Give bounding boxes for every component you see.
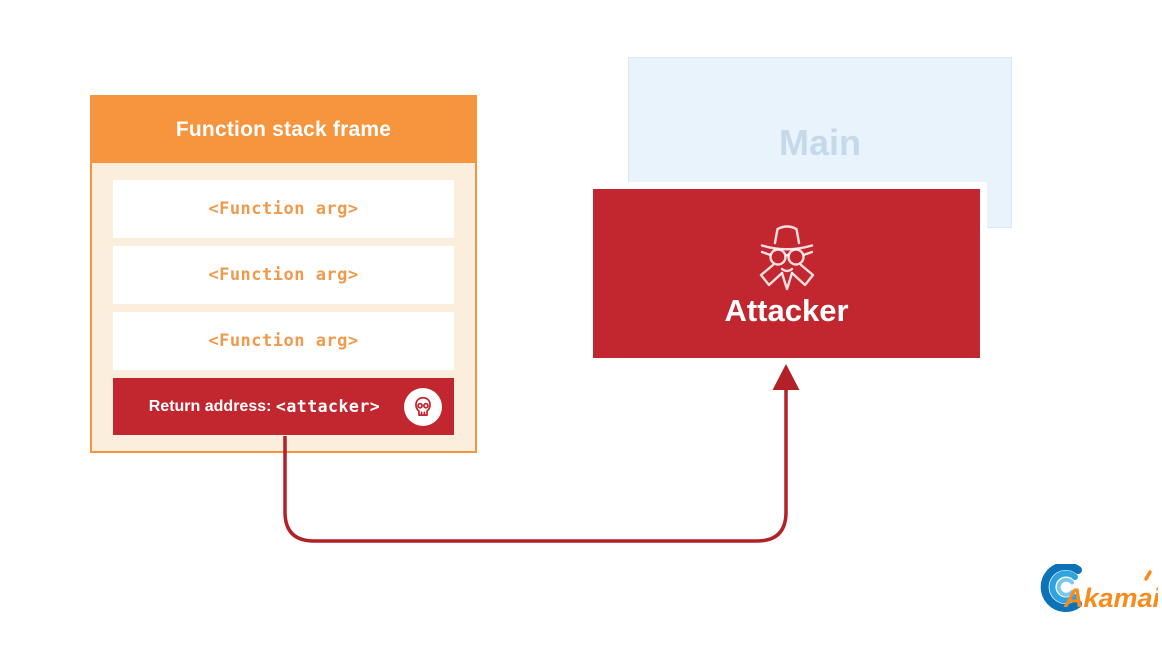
- function-arg-row: <Function arg>: [113, 180, 454, 238]
- skull-icon: [404, 387, 442, 426]
- return-address-row: Return address: <attacker>: [113, 378, 454, 435]
- function-stack-frame-box: Function stack frame <Function arg> <Fun…: [90, 95, 477, 453]
- stack-frame-title: Function stack frame: [175, 118, 392, 141]
- return-address-label: Return address:: [148, 397, 276, 415]
- return-address-value: <attacker>: [275, 397, 381, 416]
- akamai-logo-text: Akamai: [1063, 583, 1158, 613]
- stack-frame-body: <Function arg> <Function arg> <Function …: [92, 163, 475, 435]
- akamai-logo: Akamai: [1032, 562, 1161, 616]
- function-arg-row: <Function arg>: [113, 246, 454, 304]
- function-arg-row: <Function arg>: [113, 312, 454, 370]
- main-label: Main: [778, 121, 861, 163]
- stack-frame-header: Function stack frame: [92, 97, 475, 163]
- attacker-label: Attacker: [724, 292, 849, 328]
- akamai-swirl-icon: [1040, 562, 1082, 612]
- spy-icon: [749, 219, 825, 291]
- function-arg-label: <Function arg>: [208, 265, 359, 285]
- function-arg-label: <Function arg>: [208, 331, 359, 351]
- attacker-box: Attacker: [586, 182, 987, 365]
- function-arg-label: <Function arg>: [208, 199, 359, 219]
